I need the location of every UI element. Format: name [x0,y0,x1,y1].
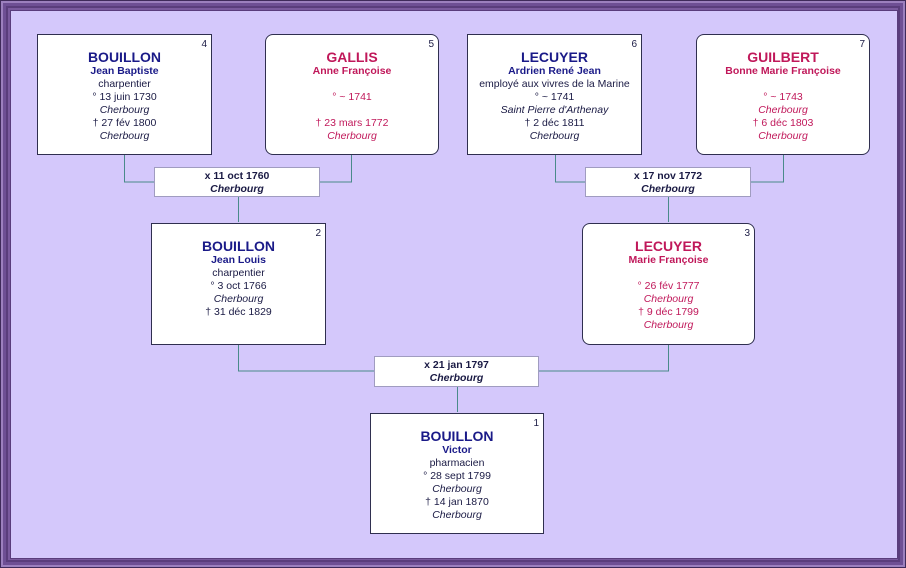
connector-lines [124,154,784,412]
birth: ° ~ 1741 [534,91,575,103]
marriage-place: Cherbourg [210,183,264,195]
sosa-number: 2 [315,228,321,239]
occupation [697,78,869,91]
surname: LECUYER [635,238,702,254]
death-place: Cherbourg [643,319,694,331]
birth: ° ~ 1741 [332,91,372,103]
death: † 27 fév 1800 [92,117,157,129]
death-place: Cherbourg [99,130,150,142]
link-p3-m1 [539,344,669,372]
birth-place: Cherbourg [758,104,808,116]
marriage-box-6-7[interactable]: x 17 nov 1772 Cherbourg [585,167,751,197]
link-p6-m3 [555,154,585,183]
link-p4-m2 [124,154,154,183]
person-card-2[interactable]: 2 BOUILLON Jean Louis charpentier ° 3 oc… [151,223,326,345]
birth: ° 13 juin 1730 [92,91,157,103]
death: † 14 jan 1870 [425,496,489,508]
sosa-number: 6 [631,39,637,50]
birth-place: Saint Pierre d'Arthenay [500,104,609,116]
surname: BOUILLON [420,428,494,444]
occupation: pharmacien [429,457,485,469]
marriage-date: x 21 jan 1797 [424,359,489,371]
birth-place: Cherbourg [99,104,150,116]
birth: ° ~ 1743 [763,91,803,103]
person-card-7[interactable]: 7 GUILBERT Bonne Marie Françoise ° ~ 174… [696,34,870,155]
marriage-place: Cherbourg [429,372,484,384]
surname: GALLIS [326,49,378,65]
death-place: Cherbourg [432,509,482,521]
surname: GUILBERT [747,49,819,65]
occupation [583,267,754,280]
marriage-box-4-5[interactable]: x 11 oct 1760 Cherbourg [154,167,320,197]
link-p5-m2 [320,154,352,183]
birth: ° 3 oct 1766 [210,280,267,292]
death-place: Cherbourg [529,130,580,142]
death: † 6 déc 1803 [752,117,814,129]
person-card-4[interactable]: 4 BOUILLON Jean Baptiste charpentier ° 1… [37,34,212,155]
sosa-number: 5 [428,39,434,50]
birth-place [266,104,438,117]
given-name: Marie Françoise [628,254,709,266]
death-place: Cherbourg [758,130,808,142]
birth-place: Cherbourg [213,293,264,305]
death: † 9 déc 1799 [638,306,699,318]
sosa-number: 3 [744,228,750,239]
person-card-1[interactable]: 1 BOUILLON Victor pharmacien ° 28 sept 1… [370,413,544,534]
person-card-6[interactable]: 6 LECUYER Ardrien René Jean employé aux … [467,34,642,155]
sosa-number: 1 [533,418,539,429]
death: † 2 déc 1811 [524,117,585,129]
occupation: employé aux vivres de la Marine [479,78,630,90]
marriage-date: x 11 oct 1760 [204,170,270,182]
occupation: charpentier [212,267,265,279]
birth-place: Cherbourg [643,293,694,305]
link-p7-m3 [751,154,784,183]
person-card-5[interactable]: 5 GALLIS Anne Françoise ° ~ 1741 † 23 ma… [265,34,439,155]
given-name: Jean Baptiste [90,65,159,77]
given-name: Ardrien René Jean [508,65,601,77]
birth: ° 28 sept 1799 [423,470,491,482]
occupation [266,78,438,91]
death: † 23 mars 1772 [315,117,389,129]
family-tree-canvas: 4 BOUILLON Jean Baptiste charpentier ° 1… [10,10,898,559]
person-card-3[interactable]: 3 LECUYER Marie Françoise ° 26 fév 1777 … [582,223,755,345]
given-name: Jean Louis [211,254,266,266]
surname: BOUILLON [87,49,162,65]
occupation: charpentier [98,78,151,90]
surname: BOUILLON [201,238,276,254]
death: † 31 déc 1829 [205,306,272,318]
marriage-place: Cherbourg [641,183,695,195]
link-p2-m1 [238,344,374,372]
marriage-date: x 17 nov 1772 [633,170,703,182]
marriage-box-2-3[interactable]: x 21 jan 1797 Cherbourg [374,356,539,387]
given-name: Victor [442,444,472,456]
given-name: Bonne Marie Françoise [725,65,841,77]
sosa-number: 4 [201,39,207,50]
birth: ° 26 fév 1777 [637,280,700,292]
sosa-number: 7 [859,39,865,50]
birth-place: Cherbourg [432,483,482,495]
surname: LECUYER [521,49,588,65]
given-name: Anne Françoise [312,65,392,77]
death-place: Cherbourg [327,130,377,142]
